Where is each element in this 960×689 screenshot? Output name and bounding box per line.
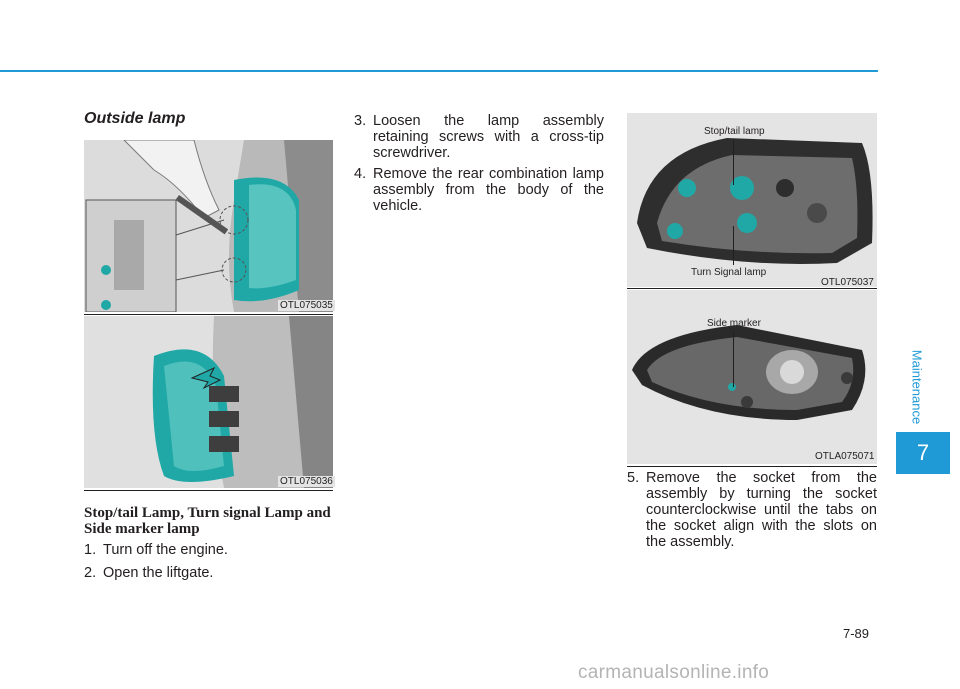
figure-combination-lamp (627, 113, 877, 287)
step-number: 2. (84, 565, 97, 581)
figure-code: OTL075035 (278, 300, 335, 311)
figure-code: OTLA075071 (815, 451, 875, 462)
step-text: Remove the socket from the assembly by t… (646, 470, 877, 550)
step-number: 1. (84, 542, 97, 558)
step-item: 3. Loosen the lamp assembly retaining sc… (354, 113, 604, 161)
combination-lamp-illustration (627, 113, 877, 287)
step-item: 5. Remove the socket from the assembly b… (627, 470, 877, 550)
step-number: 4. (354, 166, 367, 182)
figure-lamp-screws (84, 140, 333, 312)
chapter-label-text: Maintenance (910, 350, 925, 424)
callout-label: Stop/tail lamp (704, 126, 765, 137)
step-number: 5. (627, 470, 640, 486)
callout-label: Side marker (707, 318, 761, 329)
figure-code: OTL075037 (821, 277, 874, 288)
callout-leader (733, 226, 734, 265)
lamp-screws-illustration (84, 140, 333, 312)
step-text: Remove the rear combination lamp assembl… (373, 166, 604, 214)
header-rule (0, 70, 878, 72)
callout-label: Turn Signal lamp (691, 267, 767, 278)
side-marker-illustration (627, 290, 877, 464)
step-item: 4. Remove the rear combination lamp asse… (354, 166, 604, 214)
step-text: Loosen the lamp assembly retaining screw… (373, 113, 604, 161)
lamp-removal-illustration (84, 316, 333, 488)
section-title: Outside lamp (84, 110, 186, 127)
figure-lamp-removal (84, 316, 333, 488)
figure-rule (84, 490, 333, 491)
step-item: 2. Open the liftgate. (84, 565, 334, 581)
chapter-number: 7 (896, 432, 950, 474)
callout-leader (733, 139, 734, 185)
figure-rule (627, 288, 877, 289)
figure-rule (84, 314, 333, 315)
figure-code: OTL075036 (278, 476, 335, 487)
subheading: Stop/tail Lamp, Turn signal Lamp and Sid… (84, 505, 331, 537)
callout-leader (733, 331, 734, 387)
figure-rule (627, 466, 877, 467)
chapter-label: Maintenance (910, 350, 925, 424)
step-text: Turn off the engine. (103, 542, 228, 558)
step-item: 1. Turn off the engine. (84, 542, 334, 558)
figure-side-marker (627, 290, 877, 464)
step-text: Open the liftgate. (103, 565, 214, 581)
step-number: 3. (354, 113, 367, 129)
watermark: carmanualsonline.info (578, 662, 770, 683)
page-number: 7-89 (843, 626, 870, 641)
